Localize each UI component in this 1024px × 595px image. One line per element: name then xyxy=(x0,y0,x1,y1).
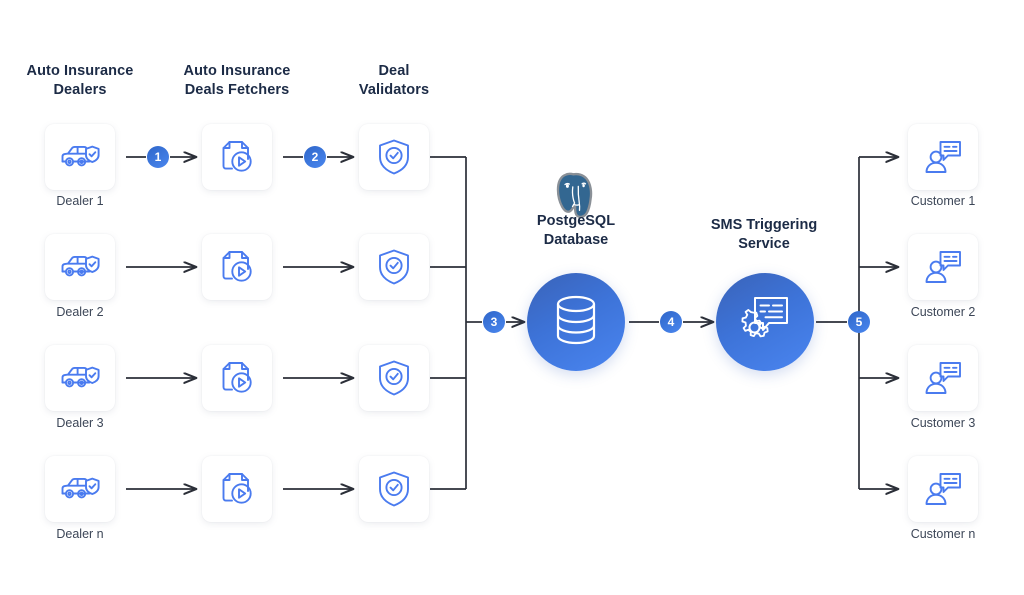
customer-label-1: Customer 1 xyxy=(910,194,976,208)
dealer-card-4[interactable] xyxy=(45,456,115,522)
customer-label-3: Customer 3 xyxy=(910,416,976,430)
column-heading-fetchers: Auto Insurance Deals Fetchers xyxy=(183,63,291,98)
customer-card-4[interactable] xyxy=(908,456,978,522)
document-play-icon xyxy=(220,249,254,285)
postgres-service-title: PostgeSQL Database xyxy=(536,213,616,248)
database-cylinder-icon xyxy=(552,293,600,352)
document-play-icon xyxy=(220,471,254,507)
car-shield-icon xyxy=(59,250,101,284)
step-badge-4: 4 xyxy=(660,311,682,333)
customer-label-2: Customer 2 xyxy=(910,305,976,319)
step-badge-1: 1 xyxy=(147,146,169,168)
dealer-card-2[interactable] xyxy=(45,234,115,300)
customer-card-1[interactable] xyxy=(908,124,978,190)
customer-card-3[interactable] xyxy=(908,345,978,411)
validator-card-2[interactable] xyxy=(359,234,429,300)
column-heading-dealers: Auto Insurance Dealers xyxy=(26,63,134,98)
step-badge-2: 2 xyxy=(304,146,326,168)
sms-triggering-service-node[interactable] xyxy=(716,273,814,371)
person-chat-icon xyxy=(923,249,963,285)
step-badge-5: 5 xyxy=(848,311,870,333)
sms-service-title: SMS Triggering Service xyxy=(710,217,818,252)
postgres-database-node[interactable] xyxy=(527,273,625,371)
dealer-label-1: Dealer 1 xyxy=(56,194,104,208)
shield-check-icon xyxy=(377,359,411,397)
person-chat-icon xyxy=(923,139,963,175)
document-play-icon xyxy=(220,139,254,175)
dealer-label-2: Dealer 2 xyxy=(56,305,104,319)
validator-card-4[interactable] xyxy=(359,456,429,522)
message-gear-icon xyxy=(738,294,792,351)
step-badge-3: 3 xyxy=(483,311,505,333)
postgresql-elephant-logo xyxy=(553,172,599,223)
column-heading-validators: Deal Validators xyxy=(358,63,430,98)
shield-check-icon xyxy=(377,470,411,508)
fetcher-card-4[interactable] xyxy=(202,456,272,522)
fetcher-card-2[interactable] xyxy=(202,234,272,300)
validator-card-1[interactable] xyxy=(359,124,429,190)
car-shield-icon xyxy=(59,140,101,174)
dealer-label-4: Dealer n xyxy=(56,527,104,541)
document-play-icon xyxy=(220,360,254,396)
shield-check-icon xyxy=(377,138,411,176)
car-shield-icon xyxy=(59,361,101,395)
person-chat-icon xyxy=(923,471,963,507)
dealer-label-3: Dealer 3 xyxy=(56,416,104,430)
shield-check-icon xyxy=(377,248,411,286)
person-chat-icon xyxy=(923,360,963,396)
customer-card-2[interactable] xyxy=(908,234,978,300)
customer-label-4: Customer n xyxy=(910,527,976,541)
fetcher-card-1[interactable] xyxy=(202,124,272,190)
dealer-card-1[interactable] xyxy=(45,124,115,190)
dealer-card-3[interactable] xyxy=(45,345,115,411)
validator-card-3[interactable] xyxy=(359,345,429,411)
car-shield-icon xyxy=(59,472,101,506)
fetcher-card-3[interactable] xyxy=(202,345,272,411)
